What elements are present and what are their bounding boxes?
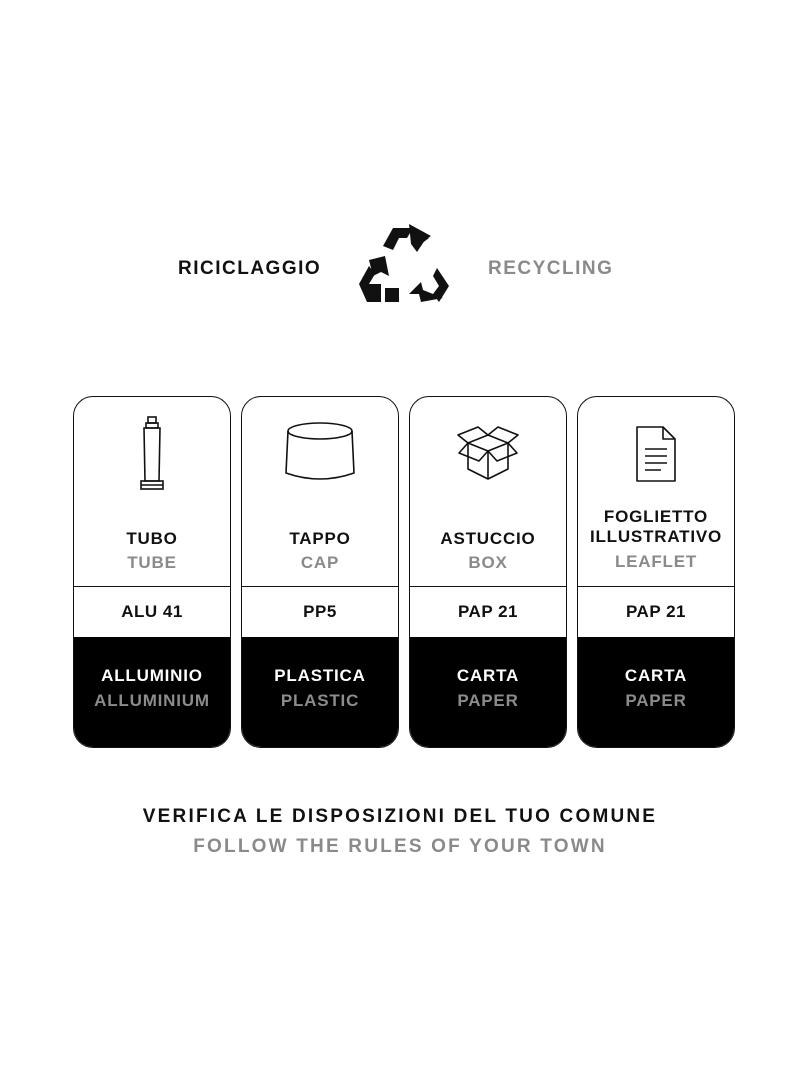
- card-material-it: CARTA: [456, 666, 520, 685]
- card-code: PP5: [242, 586, 398, 637]
- card-material-panel: ALLUMINIO ALLUMINIUM: [74, 637, 230, 747]
- tube-icon: [140, 416, 164, 490]
- card-material-panel: PLASTICA PLASTIC: [242, 637, 398, 747]
- card-box: ASTUCCIO BOX PAP 21 CARTA PAPER: [409, 396, 567, 748]
- card-name-en: TUBE: [127, 553, 177, 572]
- footer-text-en: FOLLOW THE RULES OF YOUR TOWN: [193, 836, 607, 857]
- card-name-it-line2: ILLUSTRATIVO: [589, 527, 723, 546]
- card-leaflet: FOGLIETTO ILLUSTRATIVO LEAFLET PAP 21 CA…: [577, 396, 735, 748]
- header: RICICLAGGIO RECYCLING: [0, 222, 800, 314]
- card-material-en: PAPER: [625, 691, 687, 710]
- card-top: TUBO TUBE: [74, 397, 230, 586]
- card-material-en: PLASTIC: [280, 691, 360, 710]
- card-name-it: TUBO: [126, 529, 178, 548]
- card-name-en: BOX: [468, 553, 508, 572]
- header-title-it: RICICLAGGIO: [178, 258, 322, 279]
- recycle-icon: [359, 224, 449, 302]
- card-material-panel: CARTA PAPER: [410, 637, 566, 747]
- card-code: PAP 21: [578, 586, 734, 637]
- card-code: PAP 21: [410, 586, 566, 637]
- card-material-it: CARTA: [624, 666, 688, 685]
- card-tube: TUBO TUBE ALU 41 ALLUMINIO ALLUMINIUM: [73, 396, 231, 748]
- box-icon: [457, 426, 519, 480]
- card-name-en: LEAFLET: [614, 552, 698, 571]
- card-material-en: PAPER: [457, 691, 519, 710]
- card-material-en: ALLUMINIUM: [94, 691, 210, 710]
- card-code: ALU 41: [74, 586, 230, 637]
- card-top: ASTUCCIO BOX: [410, 397, 566, 586]
- header-title-en: RECYCLING: [488, 258, 614, 279]
- footer-text-it: VERIFICA LE DISPOSIZIONI DEL TUO COMUNE: [142, 806, 658, 827]
- card-cap: TAPPO CAP PP5 PLASTICA PLASTIC: [241, 396, 399, 748]
- card-name-it-line1: FOGLIETTO: [603, 507, 709, 526]
- leaflet-icon: [636, 426, 676, 482]
- card-top: FOGLIETTO ILLUSTRATIVO LEAFLET: [578, 397, 734, 586]
- cards-row: TUBO TUBE ALU 41 ALLUMINIO ALLUMINIUM TA…: [73, 396, 735, 748]
- card-name-it: ASTUCCIO: [440, 529, 536, 548]
- card-material-panel: CARTA PAPER: [578, 637, 734, 747]
- card-material-it: ALLUMINIO: [101, 666, 203, 685]
- cap-icon: [285, 422, 355, 480]
- card-material-it: PLASTICA: [274, 666, 366, 685]
- card-top: TAPPO CAP: [242, 397, 398, 586]
- card-name-en: CAP: [300, 553, 340, 572]
- card-name-it: TAPPO: [289, 529, 351, 548]
